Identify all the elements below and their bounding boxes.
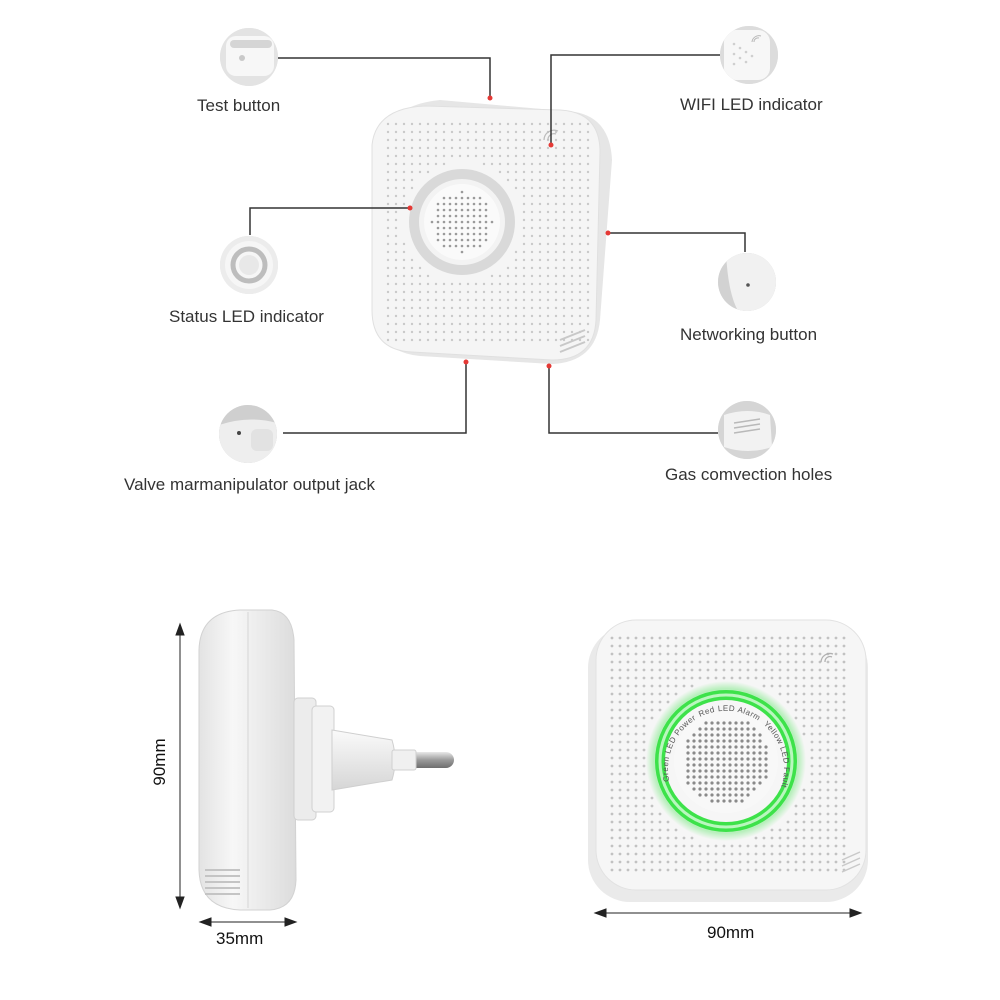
label-wifi-led: WIFI LED indicator xyxy=(680,95,823,114)
jack-icon xyxy=(237,431,241,435)
device-top-view xyxy=(371,100,612,364)
label-status-led: Status LED indicator xyxy=(169,307,324,326)
gas-holes-thumbnail xyxy=(718,401,776,459)
label-networking-button: Networking button xyxy=(680,325,818,344)
device-front-view: Green LED Power Red LED Alarm Yellow LED… xyxy=(588,619,868,902)
dimension-arrow-front xyxy=(593,908,863,918)
wifi-icon xyxy=(751,35,762,43)
leader-networking-button xyxy=(608,232,746,252)
leader-test-button xyxy=(278,57,491,98)
sensor-grille xyxy=(686,721,768,803)
dimension-arrows-side xyxy=(175,622,298,927)
leader-status-led xyxy=(249,207,410,235)
test-button-thumbnail xyxy=(220,28,278,86)
wifi-icon xyxy=(820,652,834,663)
sensor-grille xyxy=(430,190,494,254)
callout-dots xyxy=(407,95,611,369)
valve-jack-thumbnail xyxy=(219,405,277,463)
side-vent-slots xyxy=(559,329,586,353)
button-icon xyxy=(746,283,750,287)
leader-gas-holes xyxy=(548,366,718,434)
networking-button-thumbnail xyxy=(718,253,776,311)
leader-valve-jack xyxy=(283,362,467,434)
dimension-height: 90mm xyxy=(150,738,169,786)
leader-wifi-led xyxy=(550,54,720,145)
button-icon xyxy=(239,55,245,61)
dimension-depth: 35mm xyxy=(216,929,264,948)
dimension-width: 90mm xyxy=(707,923,755,942)
label-gas-holes: Gas comvection holes xyxy=(665,465,833,484)
vent-holes-pattern xyxy=(610,636,846,872)
callout-lines xyxy=(249,54,746,434)
label-valve-jack: Valve marmanipulator output jack xyxy=(124,475,376,494)
wifi-led-thumbnail xyxy=(720,26,778,84)
device-side-view xyxy=(198,609,454,911)
vent-holes-pattern xyxy=(386,122,590,342)
status-led-thumbnail xyxy=(220,236,278,294)
label-test-button: Test button xyxy=(197,96,281,115)
